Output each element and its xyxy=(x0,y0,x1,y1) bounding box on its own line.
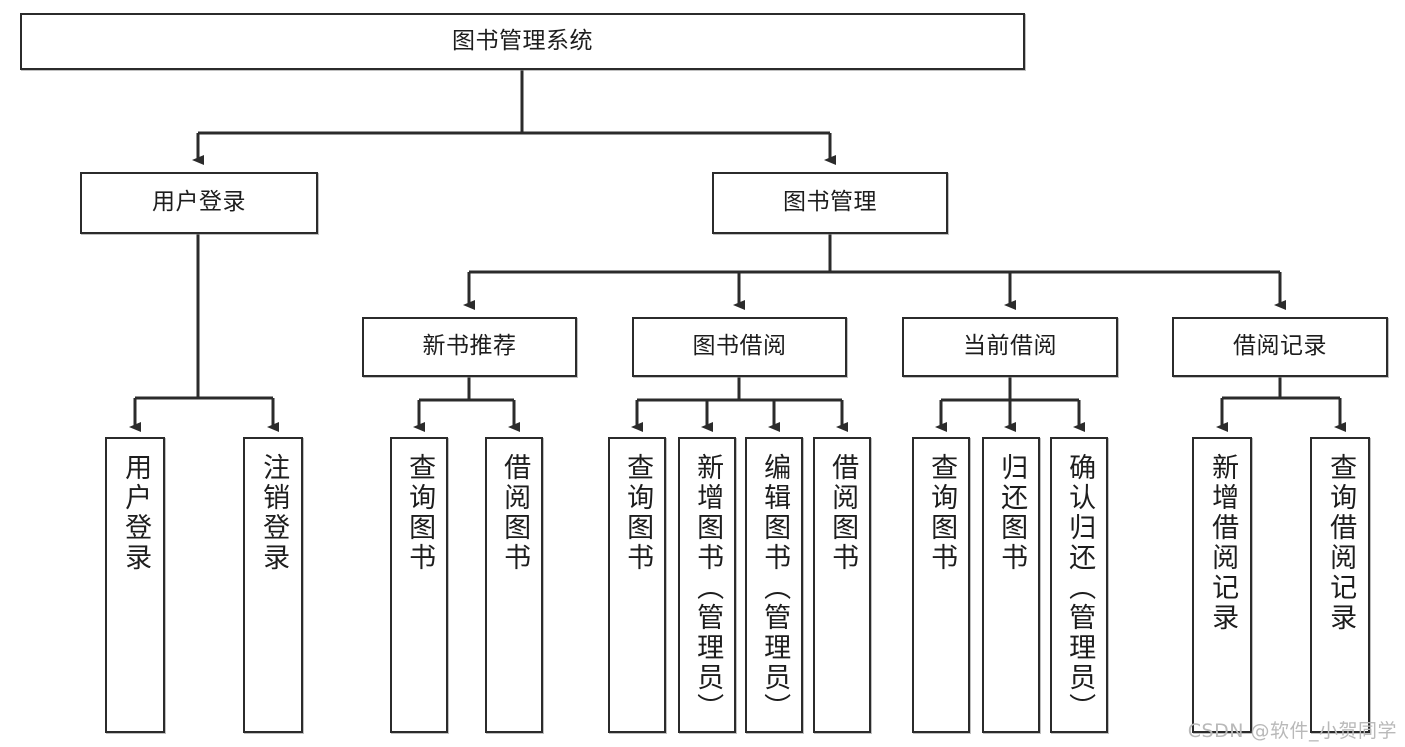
node-root-label: 图书管理系统 xyxy=(452,27,593,54)
leaf-query-book-2-label: 查询图书 xyxy=(622,453,654,573)
leaf-add-book[interactable]: 新增图书（管理员） xyxy=(678,437,736,733)
node-root[interactable]: 图书管理系统 xyxy=(20,13,1025,70)
leaf-query-book-2[interactable]: 查询图书 xyxy=(608,437,666,733)
leaf-edit-book[interactable]: 编辑图书（管理员） xyxy=(745,437,803,733)
node-book-manage[interactable]: 图书管理 xyxy=(712,172,948,234)
leaf-user-login[interactable]: 用户登录 xyxy=(105,437,165,733)
node-user-login[interactable]: 用户登录 xyxy=(80,172,318,234)
leaf-borrow-book-1-label: 借阅图书 xyxy=(499,453,531,573)
leaf-add-record-label: 新增借阅记录 xyxy=(1207,453,1239,633)
leaf-query-record[interactable]: 查询借阅记录 xyxy=(1310,437,1370,733)
node-book-borrow[interactable]: 图书借阅 xyxy=(632,317,847,377)
leaf-borrow-book-2-label: 借阅图书 xyxy=(827,453,859,573)
leaf-add-book-label: 新增图书（管理员） xyxy=(692,453,724,723)
node-book-borrow-label: 图书借阅 xyxy=(692,333,787,360)
leaf-query-book-3-label: 查询图书 xyxy=(926,453,958,573)
leaf-query-book-1[interactable]: 查询图书 xyxy=(390,437,448,733)
leaf-user-logout[interactable]: 注销登录 xyxy=(243,437,303,733)
leaf-edit-book-label: 编辑图书（管理员） xyxy=(759,453,791,723)
leaf-query-book-3[interactable]: 查询图书 xyxy=(912,437,970,733)
leaf-return-book[interactable]: 归还图书 xyxy=(982,437,1040,733)
node-borrow-record-label: 借阅记录 xyxy=(1233,333,1327,360)
node-user-login-label: 用户登录 xyxy=(152,189,246,216)
leaf-return-book-label: 归还图书 xyxy=(996,453,1028,573)
leaf-query-record-label: 查询借阅记录 xyxy=(1325,453,1357,633)
node-borrow-record[interactable]: 借阅记录 xyxy=(1172,317,1388,377)
leaf-borrow-book-2[interactable]: 借阅图书 xyxy=(813,437,871,733)
leaf-confirm-return-label: 确认归还（管理员） xyxy=(1064,453,1096,723)
node-new-book-recommend-label: 新书推荐 xyxy=(422,333,517,360)
leaf-user-login-label: 用户登录 xyxy=(120,453,152,573)
leaf-user-logout-label: 注销登录 xyxy=(258,453,290,573)
leaf-borrow-book-1[interactable]: 借阅图书 xyxy=(485,437,543,733)
node-new-book-recommend[interactable]: 新书推荐 xyxy=(362,317,577,377)
leaf-confirm-return[interactable]: 确认归还（管理员） xyxy=(1050,437,1108,733)
node-book-manage-label: 图书管理 xyxy=(783,189,877,216)
leaf-add-record[interactable]: 新增借阅记录 xyxy=(1192,437,1252,733)
node-current-borrow-label: 当前借阅 xyxy=(963,333,1057,360)
watermark-text: CSDN @软件_小贺同学 xyxy=(1187,720,1397,742)
leaf-query-book-1-label: 查询图书 xyxy=(404,453,436,573)
node-current-borrow[interactable]: 当前借阅 xyxy=(902,317,1118,377)
